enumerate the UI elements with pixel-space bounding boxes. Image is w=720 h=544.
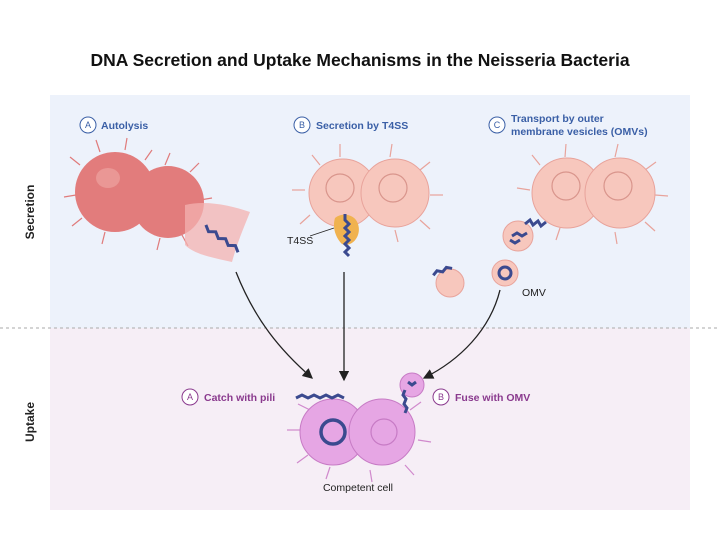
diagram-title: DNA Secretion and Uptake Mechanisms in t…: [90, 50, 630, 70]
omv-label: OMV: [522, 287, 546, 299]
omv-cell: OMV: [432, 143, 669, 299]
badge-a-letter: A: [85, 120, 91, 130]
t4ss-secretion-text: Secretion by T4SS: [316, 120, 408, 132]
catch-with-pili-label: A Catch with pili: [181, 388, 275, 406]
fuse-with-omv-label: B Fuse with OMV: [432, 388, 530, 406]
competent-cell-label: Competent cell: [323, 482, 393, 494]
arrow-autolysis-to-competent: [235, 271, 313, 379]
autolysis-text: Autolysis: [101, 120, 148, 132]
uptake-badge-b-circle: [432, 388, 450, 406]
arrow-omv-to-competent: [422, 289, 501, 379]
uptake-badge-a-letter: A: [187, 392, 193, 402]
badge-c-circle: [488, 116, 506, 134]
badge-c-letter: C: [494, 120, 501, 130]
autolysis-cell: [63, 137, 250, 262]
catch-with-pili-text: Catch with pili: [204, 392, 275, 404]
t4ss-label: T4SS: [287, 235, 313, 247]
t4ss-secretion-label: B Secretion by T4SS: [293, 116, 408, 134]
uptake-badge-a-circle: [181, 388, 199, 406]
t4ss-cell: T4SS: [287, 143, 443, 258]
badge-a-circle: [79, 116, 97, 134]
fuse-with-omv-text: Fuse with OMV: [455, 392, 530, 404]
omv-transport-label: C Transport by outer membrane vesicles (…: [488, 113, 648, 138]
uptake-side-label: Uptake: [23, 402, 37, 442]
autolysis-label: A Autolysis: [79, 116, 148, 134]
secretion-side-label: Secretion: [23, 185, 37, 240]
badge-b-circle: [293, 116, 311, 134]
omv-transport-text-line1: Transport by outer: [511, 113, 604, 125]
uptake-badge-b-letter: B: [438, 392, 444, 402]
competent-cell: Competent cell: [287, 372, 432, 494]
badge-b-letter: B: [299, 120, 305, 130]
omv-transport-text-line2: membrane vesicles (OMVs): [511, 126, 648, 138]
